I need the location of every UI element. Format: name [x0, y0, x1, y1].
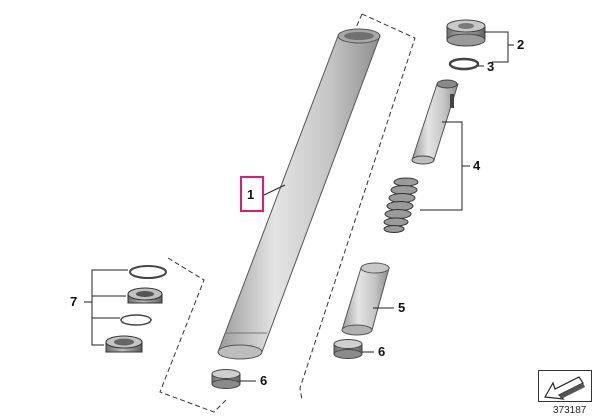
callout-4[interactable]: 4	[473, 158, 481, 173]
callout-5[interactable]: 5	[398, 300, 406, 315]
callout-1-highlight	[240, 176, 264, 212]
o-ring-icon	[448, 57, 480, 71]
assembly-boundary	[159, 13, 416, 413]
callout-1[interactable]: 1	[247, 187, 255, 202]
cap-icon	[446, 19, 486, 47]
callout-6-upper[interactable]: 6	[378, 344, 386, 359]
callout-7[interactable]: 7	[70, 294, 78, 309]
navigation-box[interactable]	[538, 370, 592, 402]
cap-small-lower-icon	[211, 369, 241, 389]
callout-3[interactable]: 3	[487, 59, 495, 74]
leader-lines	[84, 31, 514, 382]
cap-small-upper-icon	[333, 339, 363, 359]
bushing-icon	[341, 262, 390, 336]
damper-rod-icon	[411, 79, 459, 165]
figure-number: 373187	[553, 405, 587, 416]
spring-icon	[383, 177, 419, 233]
callout-6-lower[interactable]: 6	[260, 373, 268, 388]
callout-2[interactable]: 2	[517, 37, 525, 52]
navigation-arrow-icon	[544, 376, 585, 400]
fork-tube-icon	[217, 28, 381, 360]
seal-kit-icon	[105, 265, 167, 353]
